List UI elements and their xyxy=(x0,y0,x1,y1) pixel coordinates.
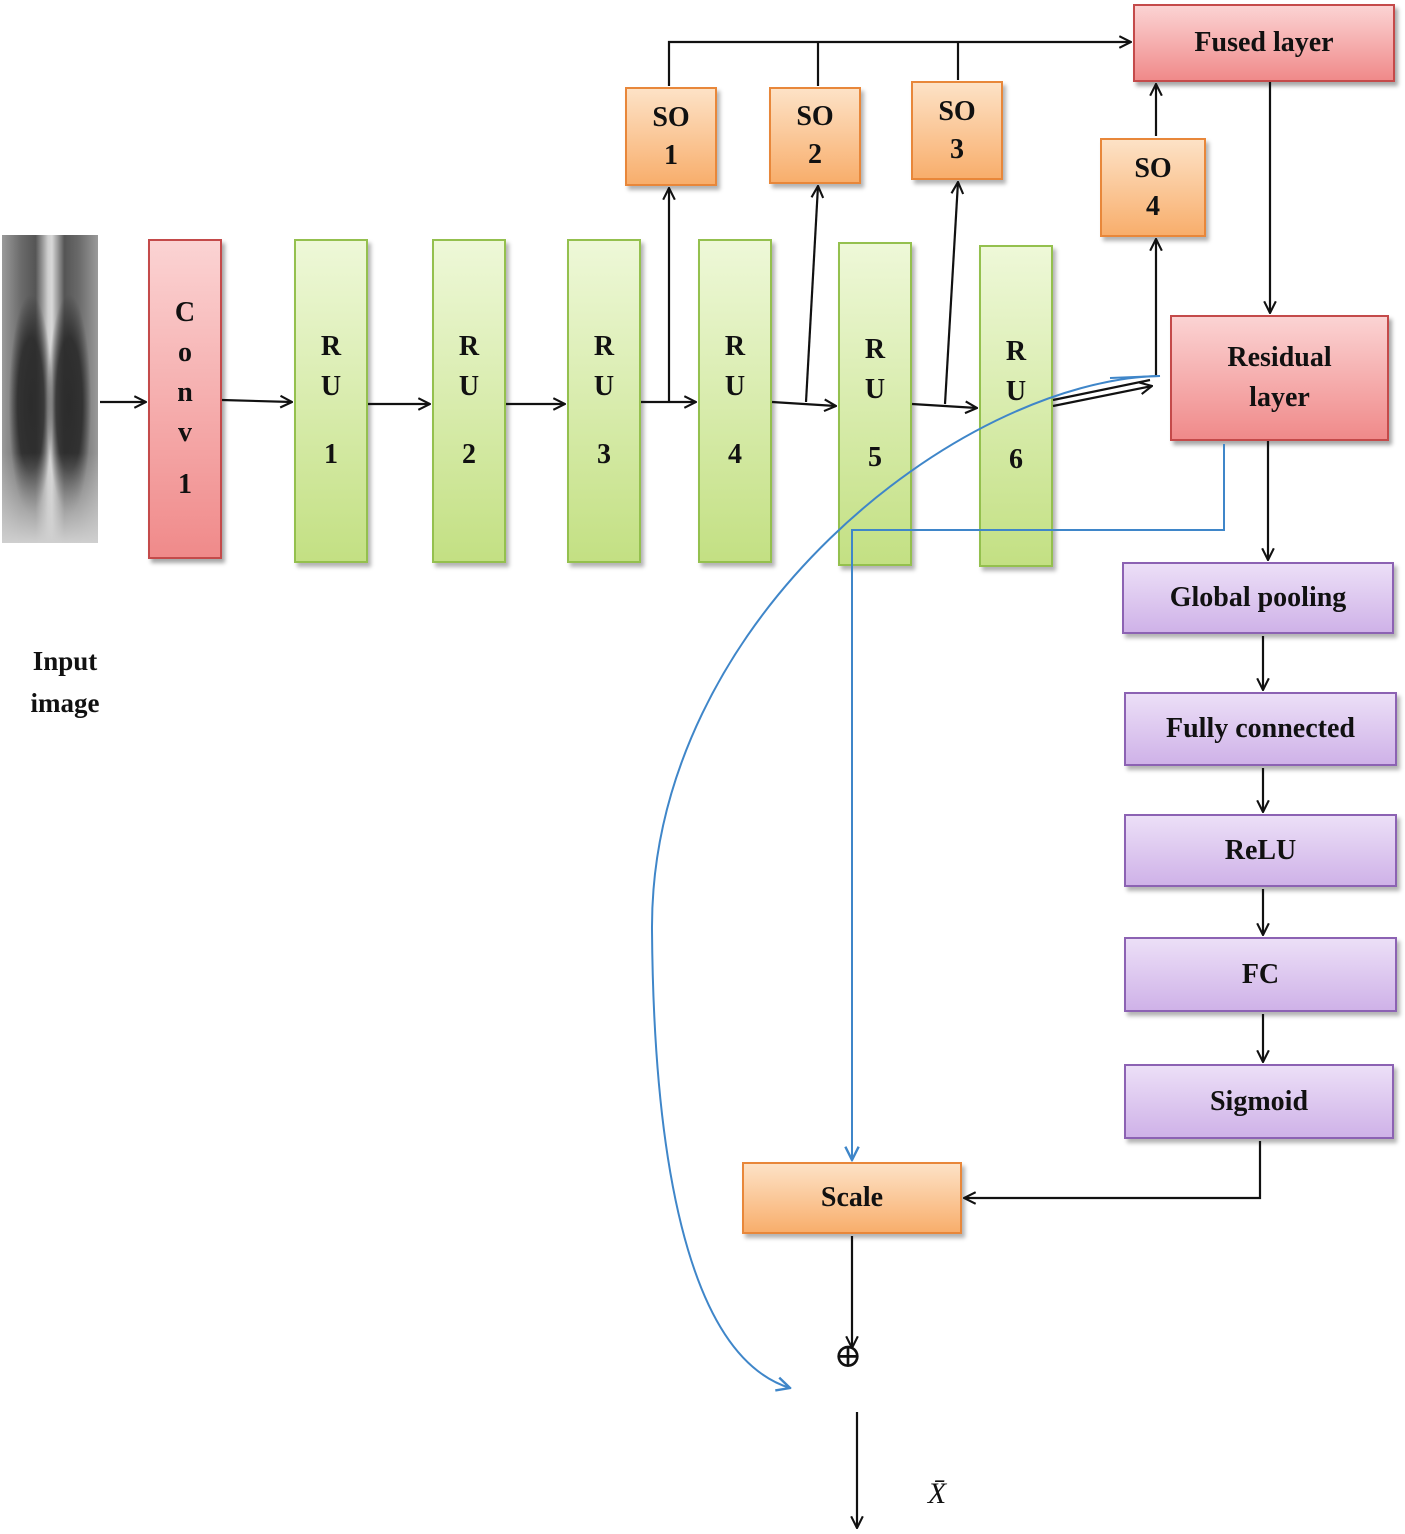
ru6-line3: 6 xyxy=(1008,444,1023,475)
so3-block: SO 3 xyxy=(911,81,1003,180)
so2-line2: 2 xyxy=(807,138,822,170)
so2-block: SO 2 xyxy=(769,87,861,184)
scale-label: Scale xyxy=(820,1182,884,1213)
arrow-sigmoid-scale xyxy=(964,1141,1262,1198)
ru1-line1: R xyxy=(320,331,342,362)
output-symbol-text: X̄ xyxy=(927,1477,947,1510)
ru4-line1: R xyxy=(724,331,746,362)
ru3-line1: R xyxy=(593,331,615,362)
arrow-conv1-ru1 xyxy=(221,400,292,402)
relu-block: ReLU xyxy=(1124,814,1397,887)
sum-symbol-text: ⊕ xyxy=(833,1338,863,1375)
so1-line2: 1 xyxy=(663,139,678,171)
fused-layer-block: Fused layer xyxy=(1133,4,1395,82)
arrow-ru6-residual xyxy=(1052,386,1152,408)
so4-line1: SO xyxy=(1134,152,1172,184)
scale-block: Scale xyxy=(742,1162,962,1234)
so1-block: SO 1 xyxy=(625,87,717,186)
input-label-line1: Input xyxy=(32,646,98,676)
input-xray-image xyxy=(2,235,98,543)
residual-layer-line2: layer xyxy=(1249,382,1310,413)
fully-connected-label: Fully connected xyxy=(1166,713,1355,744)
so3-line2: 3 xyxy=(949,133,964,165)
fc-block: FC xyxy=(1124,937,1397,1012)
arrow-so-fused xyxy=(667,42,1131,86)
ru4-line3: 4 xyxy=(727,439,742,470)
blue-link-residual-scale xyxy=(852,444,1225,1160)
conv1-block: C o n v 1 xyxy=(148,239,222,559)
ru2-line3: 2 xyxy=(461,439,476,470)
global-pooling-block: Global pooling xyxy=(1122,562,1394,634)
so2-line1: SO xyxy=(796,100,834,132)
fused-layer-label: Fused layer xyxy=(1194,27,1334,58)
conv1-letter: v xyxy=(177,417,192,448)
arrow-tap-so2 xyxy=(804,186,818,403)
output-symbol: X̄ xyxy=(912,1472,962,1516)
conv1-letter: 1 xyxy=(177,469,192,500)
ru5-line1: R xyxy=(864,334,886,365)
ru4-line2: U xyxy=(724,371,746,402)
arrow-ru5-ru6 xyxy=(911,404,977,408)
so4-block: SO 4 xyxy=(1100,138,1206,237)
conv1-letter: n xyxy=(177,377,193,408)
ru1-line3: 1 xyxy=(323,439,338,470)
arrow-ru4-ru5 xyxy=(771,402,836,406)
input-label-line2: image xyxy=(30,688,100,718)
ru3-line2: U xyxy=(593,371,615,402)
relu-label: ReLU xyxy=(1224,834,1297,866)
input-image-label: Input image xyxy=(10,640,120,724)
so4-line2: 4 xyxy=(1145,190,1160,222)
fc-label: FC xyxy=(1241,958,1280,990)
so1-line1: SO xyxy=(652,101,690,133)
conv1-letter: C xyxy=(174,297,196,328)
ru2-line1: R xyxy=(458,331,480,362)
residual-layer-block: Residual layer xyxy=(1170,315,1389,441)
ru5-line2: U xyxy=(864,374,886,405)
sigmoid-block: Sigmoid xyxy=(1124,1064,1394,1139)
blue-curve-residual-sum xyxy=(650,375,1161,1388)
sum-symbol: ⊕ xyxy=(826,1336,870,1376)
fully-connected-block: Fully connected xyxy=(1124,692,1397,766)
residual-layer-line1: Residual xyxy=(1227,342,1332,373)
ru3-line3: 3 xyxy=(596,439,611,470)
so3-line1: SO xyxy=(938,95,976,127)
conv1-letter: o xyxy=(177,337,192,368)
blue-line-to-residual xyxy=(1109,375,1161,379)
global-pooling-label: Global pooling xyxy=(1169,582,1347,613)
line-ru6-residual-2 xyxy=(1052,378,1151,402)
ru6-line1: R xyxy=(1005,336,1027,367)
arrow-tap-so3 xyxy=(943,182,958,405)
ru6-line2: U xyxy=(1005,376,1027,407)
sigmoid-label: Sigmoid xyxy=(1209,1085,1309,1117)
ru1-line2: U xyxy=(320,371,342,402)
ru5-line3: 5 xyxy=(867,442,882,473)
ru2-line2: U xyxy=(458,371,480,402)
